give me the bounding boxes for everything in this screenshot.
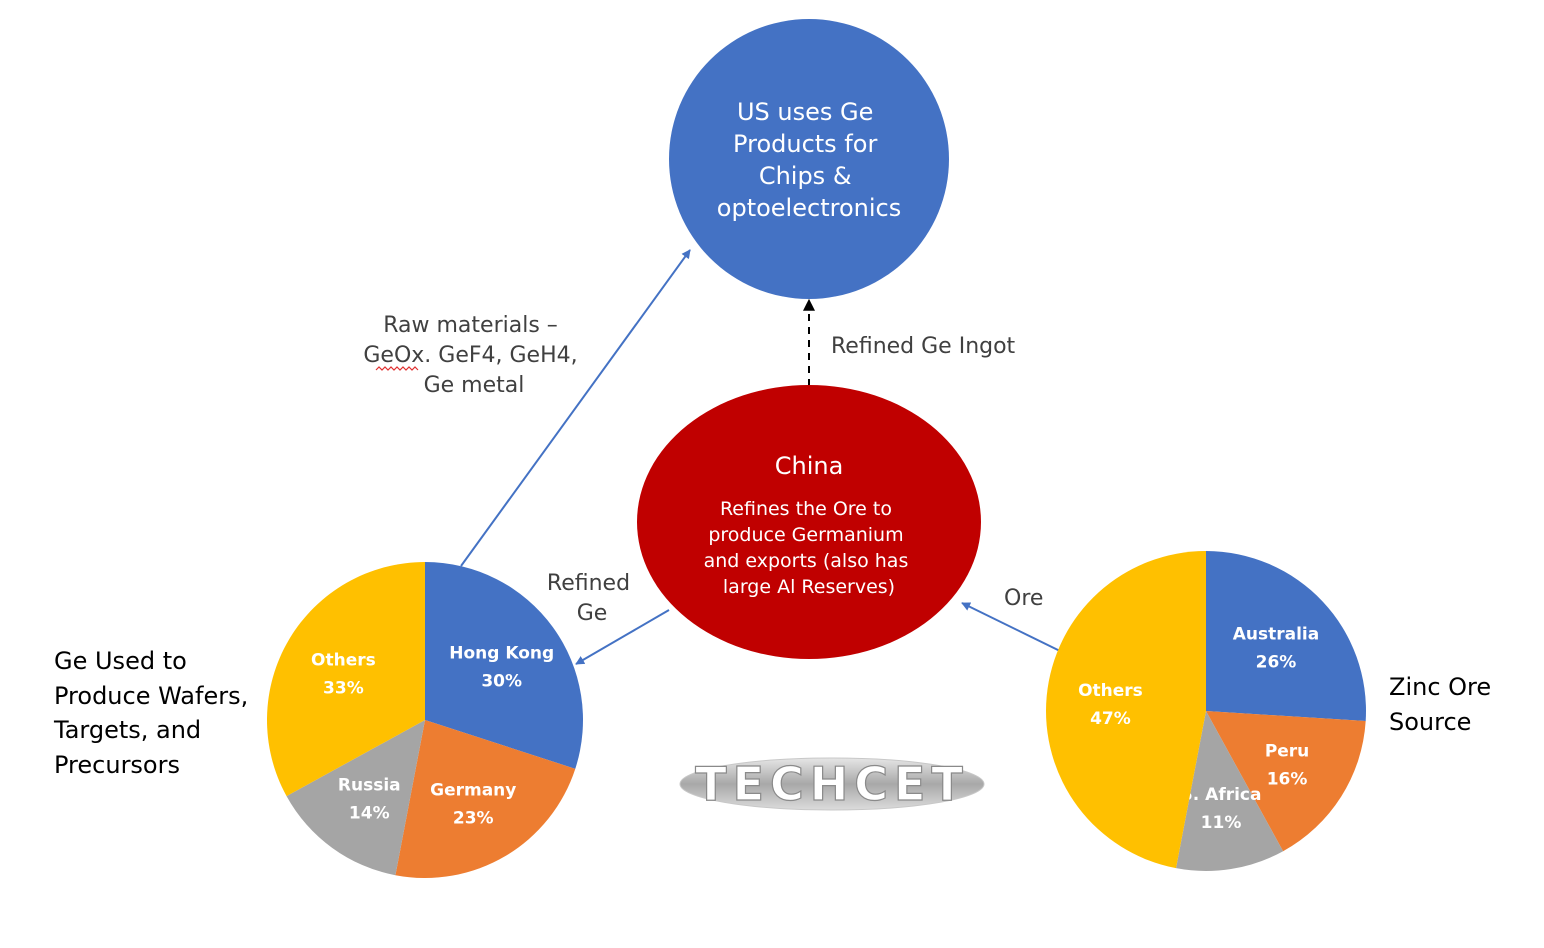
us-text-line-2: Products for xyxy=(733,130,877,158)
china-ellipse xyxy=(637,385,981,659)
svg-text:Refined Ge: Refined Ge xyxy=(547,571,637,626)
china-text-line-2: produce Germanium xyxy=(708,524,903,546)
raw-materials-label: Raw materials – GeOx. GeF4, GeH4, Ge met… xyxy=(363,313,584,398)
techcet-logo: TECHCET xyxy=(679,756,985,812)
raw-materials-line-1: Raw materials – xyxy=(383,313,558,338)
zinc-ore-slice-peru xyxy=(1206,711,1366,852)
refined-ge-line-1: Refined xyxy=(547,571,630,596)
us-circle xyxy=(669,19,949,299)
raw-materials-line-2: GeOx. GeF4, GeH4, xyxy=(363,343,577,368)
ge-used-line-4: Precursors xyxy=(54,751,180,779)
refined-ge-line-2: Ge xyxy=(577,601,608,626)
ore-arrow xyxy=(961,602,1061,652)
us-text-line-1: US uses Ge xyxy=(737,98,873,126)
logo-oval xyxy=(679,757,985,811)
us-text-line-4: optoelectronics xyxy=(717,194,901,222)
ge-use-slice-hong-kong xyxy=(425,562,583,769)
ge-use-slice-others xyxy=(267,562,425,797)
logo-text: TECHCET xyxy=(695,757,969,811)
refined-ge-arrow xyxy=(575,609,670,665)
svg-text:Raw materials – GeOx. Ge: Raw materials – GeOx. GeF4, GeH4, Ge met… xyxy=(363,313,584,398)
ge-use-slice-russia xyxy=(286,720,425,876)
us-node: US uses Ge Products for Chips & optoelec… xyxy=(669,19,949,299)
zinc-line-1: Zinc Ore xyxy=(1389,673,1491,701)
svg-text:US uses Ge Products for: US uses Ge Products for Chips & optoelec… xyxy=(717,98,901,222)
svg-text:Zinc Ore Source: Zinc Ore Source xyxy=(1389,673,1499,736)
raw-materials-arrow xyxy=(460,249,691,567)
china-node: China Refines the Ore to produce Germani… xyxy=(637,385,981,659)
refined-ingot-label: Refined Ge Ingot xyxy=(831,334,1016,359)
china-title: China xyxy=(775,452,844,480)
china-text-line-4: large Al Reserves) xyxy=(723,576,895,598)
china-text-line-3: and exports (also has xyxy=(704,550,909,572)
zinc-ore-slice-australia xyxy=(1206,551,1366,722)
us-text-line-3: Chips & xyxy=(759,162,852,190)
ge-used-line-1: Ge Used to xyxy=(54,647,187,675)
ge-used-line-3: Targets, and xyxy=(53,716,201,744)
ge-used-line-2: Produce Wafers, xyxy=(54,682,248,710)
ge-use-slice-germany xyxy=(395,720,576,878)
zinc-ore-slice-s-africa xyxy=(1176,711,1284,871)
ore-label: Ore xyxy=(1004,586,1043,611)
zinc-ore-slice-others xyxy=(1046,551,1206,869)
raw-materials-line-3: Ge metal xyxy=(424,373,525,398)
zinc-line-2: Source xyxy=(1389,708,1471,736)
svg-text:Ge Used to Produce Wafers,: Ge Used to Produce Wafers, Targets, and … xyxy=(53,647,256,779)
china-text-line-1: Refines the Ore to xyxy=(720,498,892,520)
spellcheck-squiggle xyxy=(375,366,419,371)
svg-text:Refines the Ore to produ: Refines the Ore to produce Germanium and… xyxy=(704,498,915,598)
